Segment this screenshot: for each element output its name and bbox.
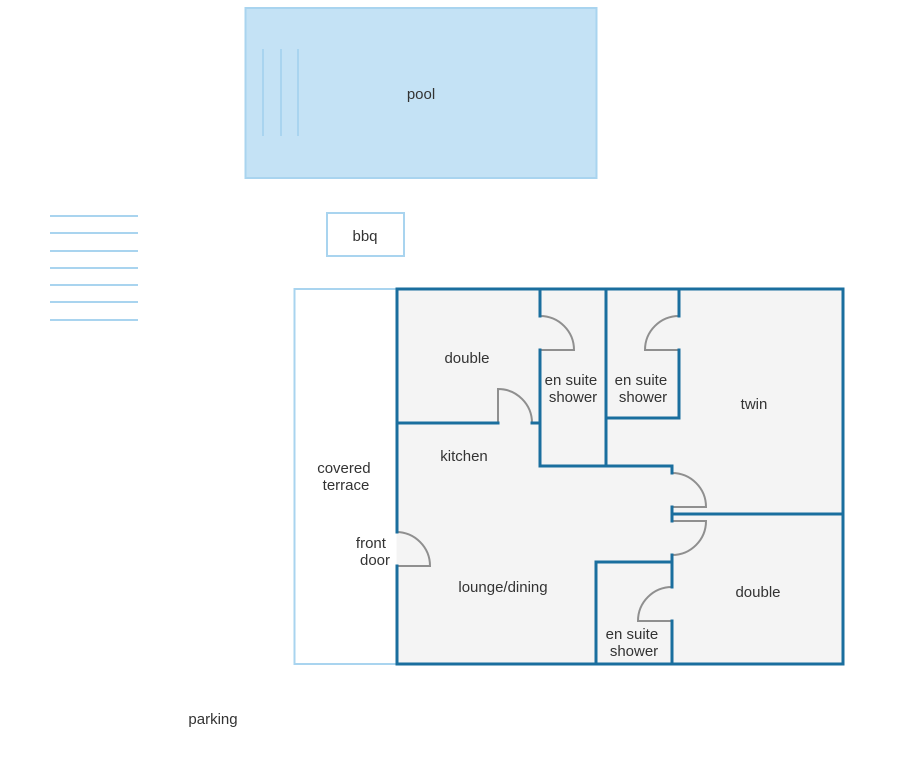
walls: [395, 287, 845, 666]
ensuite-1-label-line: shower: [549, 389, 597, 406]
bbq-outline: [326, 212, 405, 257]
door-double-top: [539, 315, 576, 351]
covered-terrace: covered terrace: [293, 288, 396, 665]
room-label-ensuite-2: en suite shower: [615, 372, 672, 406]
bbq-label: bbq: [352, 228, 377, 245]
bbq: bbq: [326, 212, 405, 257]
room-label-twin: twin: [741, 396, 768, 413]
exterior-wall: [395, 287, 845, 666]
room-label-kitchen: kitchen: [440, 448, 488, 465]
door-front: [395, 531, 432, 567]
room-label-double-bottom: double: [735, 584, 780, 601]
room-label-ensuite-3: en suite shower: [606, 626, 663, 660]
parking-label: parking: [188, 711, 237, 728]
front-door-label-line: front: [356, 535, 387, 552]
terrace-label-line: terrace: [323, 477, 370, 494]
door-ensuite-3: [636, 586, 673, 622]
house-floor: [396, 289, 844, 664]
pool-label: pool: [407, 86, 435, 103]
room-label-ensuite-1: en suite shower: [545, 372, 602, 406]
pool: pool: [244, 7, 598, 179]
doors: [395, 315, 708, 622]
terrace-outline: [293, 288, 396, 665]
ensuite-2-label-line: shower: [619, 389, 667, 406]
ensuite-2-label-line: en suite: [615, 372, 668, 389]
pool-basin: [244, 7, 598, 179]
door-ensuite-2: [643, 315, 680, 351]
door-kitchen-double: [497, 387, 533, 424]
steps: [50, 215, 138, 321]
ensuite-3-label-line: shower: [610, 643, 658, 660]
front-door-label-line: door: [360, 552, 390, 569]
terrace-label: covered terrace: [317, 460, 375, 494]
ensuite-3-label-line: en suite: [606, 626, 659, 643]
front-door-label: front door: [356, 535, 390, 569]
ensuite-1-label-line: en suite: [545, 372, 598, 389]
room-label-double-top: double: [444, 350, 489, 367]
door-twin: [671, 472, 708, 508]
room-label-lounge-dining: lounge/dining: [458, 579, 547, 596]
terrace-label-line: covered: [317, 460, 370, 477]
door-double-bottom: [671, 520, 708, 556]
